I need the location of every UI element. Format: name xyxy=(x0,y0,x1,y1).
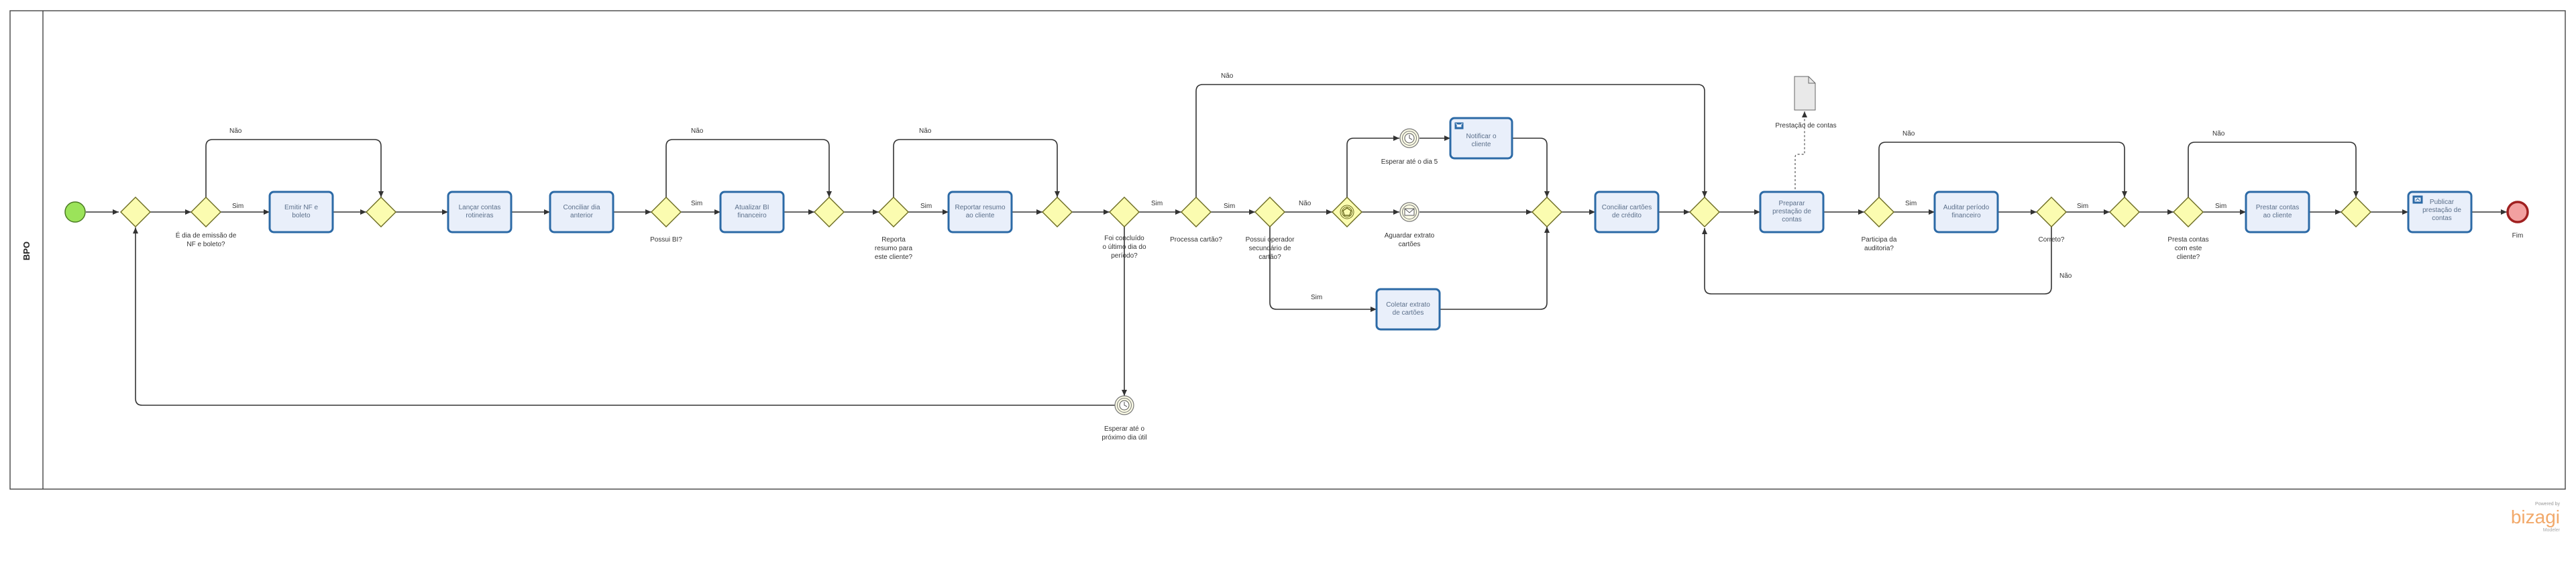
merge-gateway-start[interactable] xyxy=(120,197,151,227)
event-based-gateway[interactable] xyxy=(1332,197,1362,227)
flow-label-no: Não xyxy=(2059,272,2072,280)
merge-gateway-cards[interactable] xyxy=(1532,197,1562,227)
flow-labels: Não Sim Não Sim Não Sim Sim Não Sim Não … xyxy=(229,72,2226,301)
gateway-has-bi[interactable]: Possui BI? xyxy=(650,197,682,244)
flow-label-no: Não xyxy=(229,127,242,135)
flow-label-no: Não xyxy=(1902,130,1915,138)
flow-label-yes: Sim xyxy=(2077,203,2088,210)
merge-gateway-prestacao[interactable] xyxy=(1689,197,1720,227)
timer-event-day5[interactable]: Esperar até o dia 5 xyxy=(1381,128,1438,166)
sequence-flows xyxy=(86,84,2507,406)
flow-label-yes: Sim xyxy=(1224,203,1235,210)
gateway-process-card-label: Processa cartão? xyxy=(1170,236,1222,244)
flow-label-yes: Sim xyxy=(691,200,702,207)
flow-label-yes: Sim xyxy=(1311,294,1322,301)
flow-label-no: Não xyxy=(1299,200,1311,207)
gateway-correct[interactable]: Correto? xyxy=(2036,197,2067,244)
flow-label-yes: Sim xyxy=(1905,200,1917,207)
merge-gateway-audit[interactable] xyxy=(2109,197,2140,227)
end-event[interactable]: Fim xyxy=(2506,201,2529,240)
end-event-label: Fim xyxy=(2512,232,2524,240)
flow-label-no: Não xyxy=(1221,72,1234,80)
bizagi-logo-text: bizagi xyxy=(2511,507,2560,527)
flow-label-yes: Sim xyxy=(1151,200,1163,207)
flow-label-yes: Sim xyxy=(920,203,932,210)
flow-label-no: Não xyxy=(919,127,932,135)
pool xyxy=(9,10,2566,490)
pool-title: BPO xyxy=(21,242,32,260)
merge-gateway-report[interactable] xyxy=(1042,197,1073,227)
gateway-correct-label: Correto? xyxy=(2039,236,2065,244)
merge-gateway-nf[interactable] xyxy=(366,197,396,227)
flow-label-no: Não xyxy=(691,127,704,135)
merge-gateway-presents[interactable] xyxy=(2341,197,2371,227)
gateway-process-card[interactable]: Processa cartão? xyxy=(1170,197,1222,244)
gateway-has-bi-label: Possui BI? xyxy=(650,236,682,244)
flow-label-yes: Sim xyxy=(2215,203,2226,210)
data-object-label: Prestação de contas xyxy=(1775,122,1836,129)
start-event[interactable] xyxy=(64,201,86,223)
data-object-prestacao[interactable]: Prestação de contas xyxy=(1775,76,1837,129)
bizagi-sub-text: Modeler xyxy=(2543,528,2561,533)
flow-label-no: Não xyxy=(2212,130,2225,138)
powered-by-text: Powered by xyxy=(2535,502,2560,507)
flow-label-yes: Sim xyxy=(232,203,244,210)
bizagi-logo: Powered by bizagi Modeler xyxy=(2511,502,2561,533)
merge-gateway-bi[interactable] xyxy=(814,197,845,227)
timer-day5-label: Esperar até o dia 5 xyxy=(1381,158,1438,166)
